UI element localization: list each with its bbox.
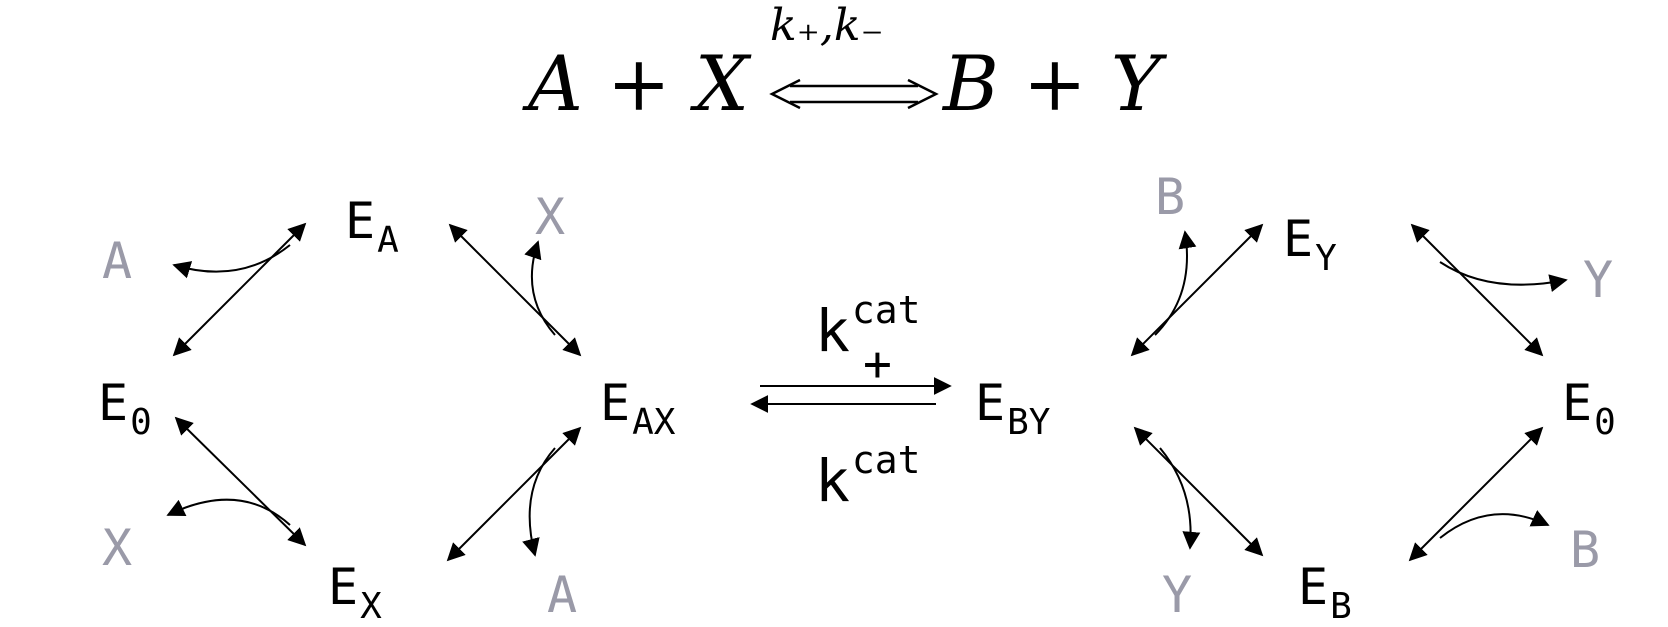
arrow-release-b — [1154, 230, 1197, 336]
rate-kcat-backward: kcat — [815, 441, 921, 510]
state-ex-main: E — [328, 558, 359, 616]
species-a-top-left: A — [102, 232, 133, 290]
arrow-ey-e0 — [1410, 223, 1544, 357]
state-ey-sub: Y — [1315, 238, 1337, 279]
rate-kcat-forward-sup: cat — [851, 288, 921, 332]
species-b-bottom-right: B — [1570, 521, 1601, 579]
state-e0-right-sub: 0 — [1594, 402, 1616, 443]
state-ea-sub: A — [377, 220, 399, 261]
arrow-ea-eax — [448, 223, 582, 357]
state-eax-sub: AX — [632, 402, 676, 443]
arrow-bind-x — [524, 240, 556, 336]
arrow-e0-ea — [172, 222, 307, 357]
equation-rhs: B + Y — [943, 39, 1162, 128]
state-e0-right-main: E — [1562, 374, 1593, 432]
arrow-ex-eax — [446, 426, 582, 562]
state-ey-main: E — [1283, 210, 1314, 268]
state-eby-sub: BY — [1007, 402, 1051, 443]
state-eax-main: E — [600, 374, 631, 432]
state-ey: EY — [1283, 214, 1337, 277]
state-e0-left-sub: 0 — [130, 402, 152, 443]
state-eax: EAX — [600, 378, 675, 441]
arrow-eby-ey — [1130, 223, 1264, 357]
species-a-bottom-mid: A — [547, 566, 578, 624]
equation-rate-constants: k₊,k₋ — [770, 0, 884, 51]
species-y-bottom-mid: Y — [1162, 566, 1193, 624]
state-eb: EB — [1298, 562, 1352, 625]
arrow-eby-eb — [1133, 426, 1264, 557]
arrow-release-y — [1439, 261, 1568, 292]
species-x-top-mid: X — [535, 188, 566, 246]
arrow-bind-b — [1439, 510, 1550, 539]
state-ea: EA — [345, 196, 399, 259]
arrow-eb-e0 — [1408, 426, 1544, 562]
state-ex: EX — [328, 562, 382, 625]
rate-kcat-backward-k: k — [815, 447, 850, 515]
rate-kcat-forward-k: k — [815, 297, 850, 365]
arrow-e0-ex — [174, 416, 307, 547]
state-e0-left: E0 — [98, 378, 152, 441]
state-ea-main: E — [345, 192, 376, 250]
rate-kcat-forward-sign: + — [863, 336, 892, 392]
state-eb-main: E — [1298, 558, 1329, 616]
state-eb-sub: B — [1330, 586, 1352, 627]
equation-double-arrow — [769, 78, 939, 110]
arrow-release-a — [172, 244, 291, 279]
rate-kcat-forward: kcat+ — [815, 291, 921, 388]
state-e0-right: E0 — [1562, 378, 1616, 441]
rate-kcat-backward-sup: cat — [851, 438, 921, 482]
arrow-release-y-bottom — [1159, 447, 1201, 550]
state-eby-main: E — [975, 374, 1006, 432]
species-y-top-right: Y — [1583, 251, 1614, 309]
species-x-bottom-left: X — [102, 519, 133, 577]
species-b-top-mid: B — [1155, 168, 1186, 226]
state-eby: EBY — [975, 378, 1050, 441]
state-e0-left-main: E — [98, 374, 129, 432]
arrow-release-x — [166, 498, 291, 526]
equation-lhs: A + X — [528, 39, 749, 128]
state-ex-sub: X — [360, 586, 382, 627]
arrow-bind-a — [522, 447, 556, 557]
